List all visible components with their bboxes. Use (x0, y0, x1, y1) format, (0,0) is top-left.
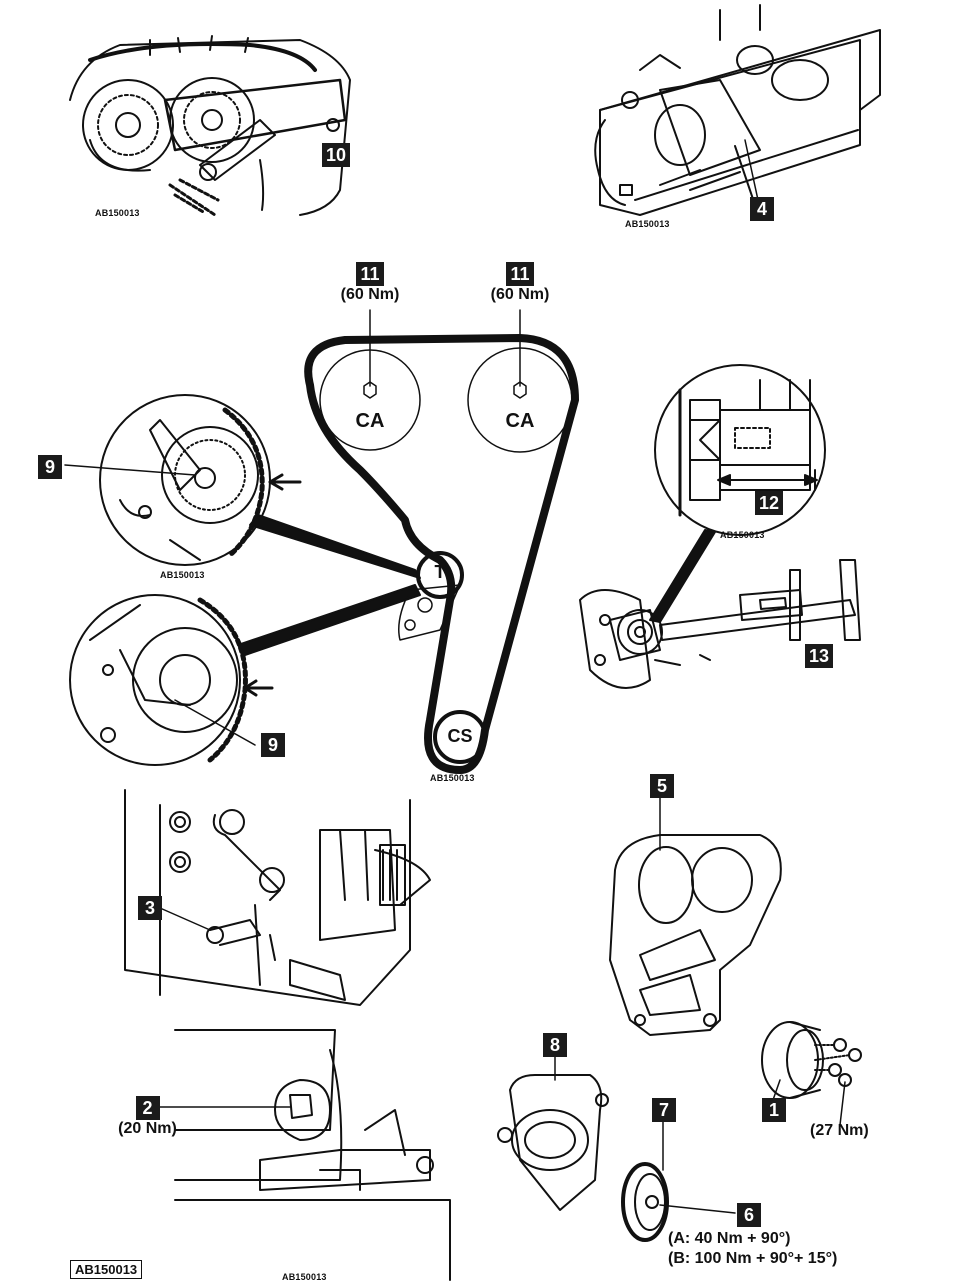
callout-10: 10 (322, 143, 351, 167)
torque-item-6-b: (B: 100 Nm + 90°+ 15°) (668, 1250, 838, 1267)
pulley-label-ca-left: CA (355, 410, 385, 432)
gauge-link (649, 529, 716, 623)
upper-timing-cover-illustration (609, 834, 782, 1036)
tensioner-pulley (416, 551, 464, 599)
callout-13: 13 (805, 644, 834, 668)
arrow-upper-tensioner (268, 473, 302, 491)
leader-9-lower (174, 699, 256, 746)
callout-3: 3 (138, 896, 162, 920)
tensioner-detail-upper (99, 394, 271, 566)
torque-item-1: (27 Nm) (810, 1122, 869, 1139)
callout-8: 8 (543, 1033, 567, 1057)
ref-code-belt: AB150013 (430, 773, 475, 783)
engine-block-illustration (124, 789, 431, 1006)
torque-cam-left: (60 Nm) (340, 286, 400, 303)
timing-belt (304, 334, 579, 774)
leader-3 (159, 907, 211, 931)
arrow-lower-tensioner (243, 679, 274, 697)
ref-code-top-left: AB150013 (95, 208, 140, 218)
callout-5: 5 (650, 774, 674, 798)
lower-engine-illustration (174, 1029, 451, 1281)
detail-link-lower (237, 584, 421, 656)
callout-11-left: 11 (60 Nm) (340, 262, 400, 303)
leader-9-upper (64, 464, 196, 476)
detail-link-upper (249, 514, 421, 579)
vernier-caliper-illustration (579, 559, 861, 689)
leader-1b (839, 1081, 846, 1126)
torque-item-6: (A: 40 Nm + 90°) (B: 100 Nm + 90°+ 15°) (668, 1229, 837, 1269)
lower-timing-cover-illustration (497, 1074, 609, 1211)
ref-code-tensioner: AB150013 (160, 570, 205, 580)
camshaft-setting-bar-illustration (594, 4, 881, 216)
crankshaft-damper-illustration (621, 1162, 669, 1242)
leader-6 (659, 1204, 736, 1214)
idler-pulley-illustration (761, 1021, 862, 1099)
callout-2: 2 (20 Nm) (118, 1096, 177, 1137)
ref-code-top-right: AB150013 (625, 219, 670, 229)
callout-4: 4 (750, 197, 774, 221)
callout-12: 12 (755, 491, 784, 515)
leader-1 (772, 1079, 781, 1101)
crankshaft-pulley (433, 710, 487, 764)
ref-code-gauge: AB150013 (720, 530, 765, 540)
tensioner-bracket (398, 584, 461, 641)
callout-9-lower: 9 (261, 733, 285, 757)
gauge-detail-circle (654, 364, 826, 536)
tensioner-bracket-hole (404, 619, 416, 631)
pulley-label-ca-right: CA (505, 410, 535, 432)
figure-reference-box: AB150013 (70, 1260, 143, 1279)
camshaft-locking-tool-illustration (69, 35, 351, 217)
torque-item-2: (20 Nm) (118, 1120, 177, 1137)
callout-1: 1 (762, 1098, 786, 1122)
leader-4 (744, 139, 759, 201)
callout-7: 7 (652, 1098, 676, 1122)
tensioner-bracket-hole (417, 597, 433, 613)
pulley-label-cs: CS (447, 726, 473, 746)
callout-11-right: 11 (60 Nm) (490, 262, 550, 303)
torque-cam-right: (60 Nm) (490, 286, 550, 303)
tensioner-detail-lower (69, 594, 248, 766)
callout-9-upper: 9 (38, 455, 62, 479)
callout-6: 6 (737, 1203, 761, 1227)
ref-code-bottom: AB150013 (282, 1272, 327, 1282)
pulley-label-t: T (434, 562, 446, 582)
torque-item-6-a: (A: 40 Nm + 90°) (668, 1230, 791, 1247)
